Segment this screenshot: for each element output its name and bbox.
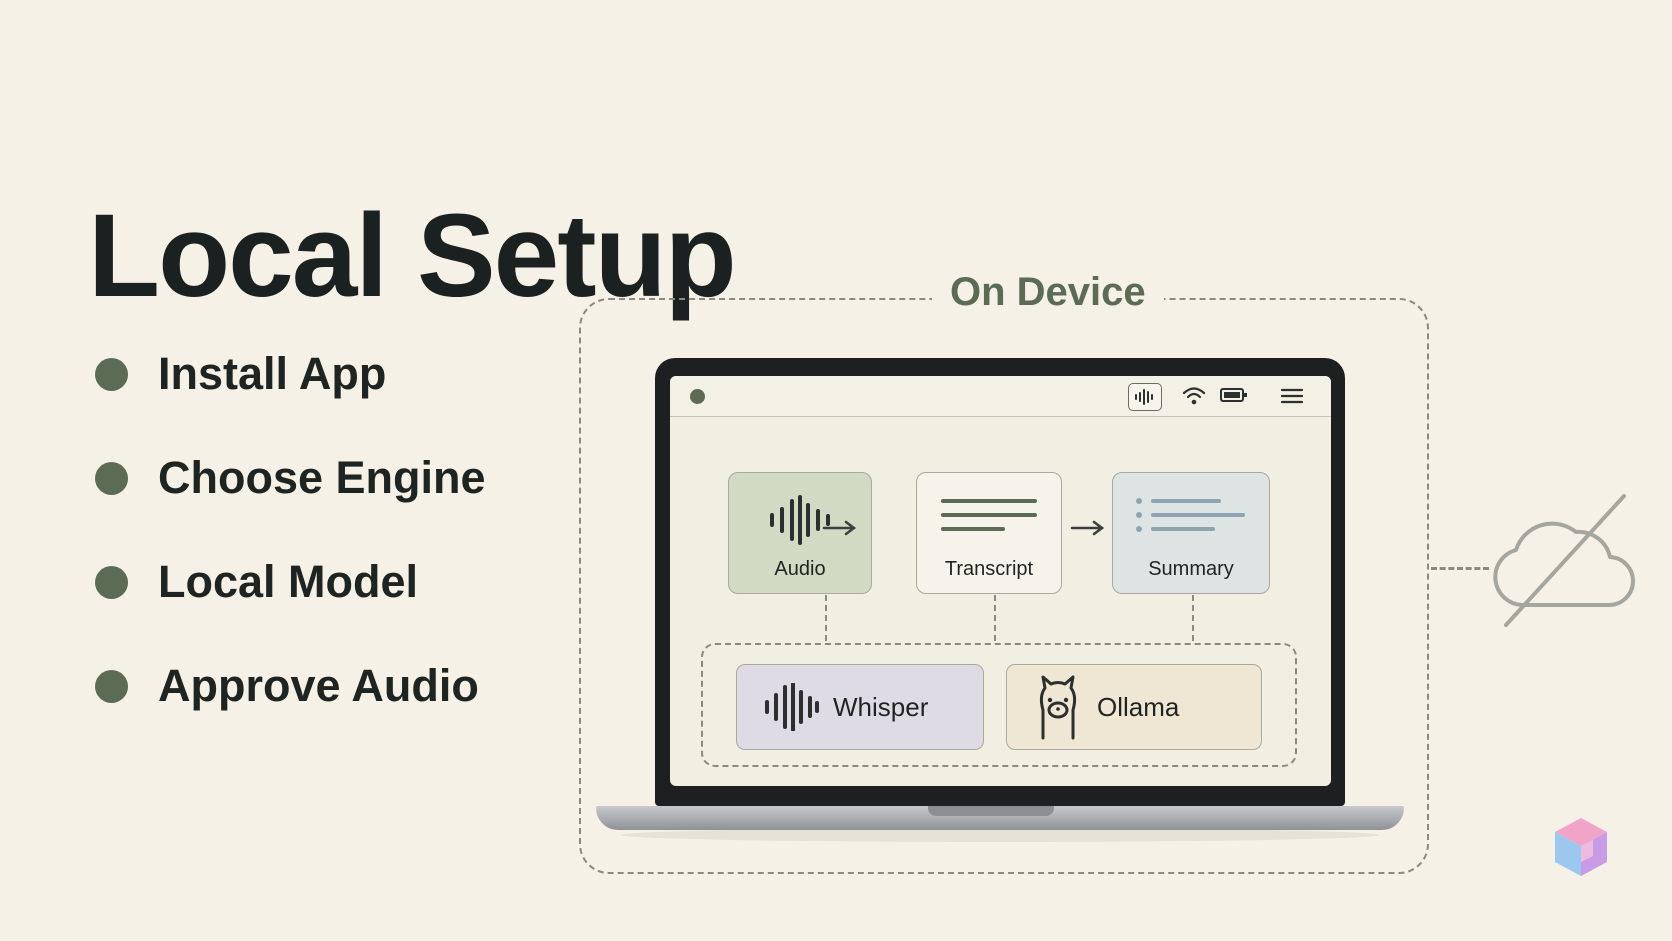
bullet-dot <box>95 461 128 495</box>
step-label: Choose Engine <box>158 452 486 503</box>
waveform-icon <box>765 683 819 731</box>
step-label: Approve Audio <box>158 660 479 711</box>
summary-card: Summary <box>1112 472 1270 594</box>
dashed-link <box>1192 595 1194 641</box>
engines-group <box>701 643 1297 767</box>
wifi-icon[interactable] <box>1182 385 1206 407</box>
audio-card-label: Audio <box>774 558 826 580</box>
whisper-engine-card: Whisper <box>736 664 984 750</box>
transcript-card-label: Transcript <box>944 558 1034 580</box>
cloud-off-icon <box>1493 494 1635 627</box>
step-item: Approve Audio <box>95 634 486 738</box>
list-icon <box>1136 498 1245 532</box>
ollama-label: Ollama <box>1097 691 1180 722</box>
menu-icon[interactable] <box>1280 387 1304 405</box>
laptop-screen: Audio Transcript <box>670 376 1331 786</box>
bullet-dot <box>95 669 128 703</box>
steps-list: Install App Choose Engine Local Model Ap… <box>95 322 486 738</box>
waveform-icon[interactable] <box>1128 383 1162 411</box>
step-item: Choose Engine <box>95 426 486 530</box>
arrow-right-icon <box>822 520 857 536</box>
summary-card-label: Summary <box>1148 558 1234 580</box>
dashed-link <box>994 595 996 641</box>
cloud-connector <box>1431 567 1489 570</box>
laptop-notch <box>928 806 1054 816</box>
cube-logo-icon <box>1555 818 1607 876</box>
menu-bar <box>670 376 1331 417</box>
waveform-icon <box>770 495 830 545</box>
llama-icon <box>1039 675 1077 740</box>
ollama-engine-card: Ollama <box>1006 664 1262 750</box>
dashed-link <box>825 595 827 641</box>
page-title: Local Setup <box>88 190 737 323</box>
laptop-shadow <box>620 828 1380 842</box>
step-item: Local Model <box>95 530 486 634</box>
bullet-dot <box>95 565 128 599</box>
whisper-label: Whisper <box>833 691 929 722</box>
arrow-right-icon <box>1070 520 1105 536</box>
step-label: Install App <box>158 348 387 399</box>
on-device-label: On Device <box>932 270 1164 315</box>
step-label: Local Model <box>158 556 419 607</box>
transcript-card: Transcript <box>916 472 1062 594</box>
bullet-dot <box>95 357 128 391</box>
window-dot <box>690 389 705 404</box>
text-lines-icon <box>941 499 1037 531</box>
battery-icon[interactable] <box>1220 387 1248 403</box>
step-item: Install App <box>95 322 486 426</box>
